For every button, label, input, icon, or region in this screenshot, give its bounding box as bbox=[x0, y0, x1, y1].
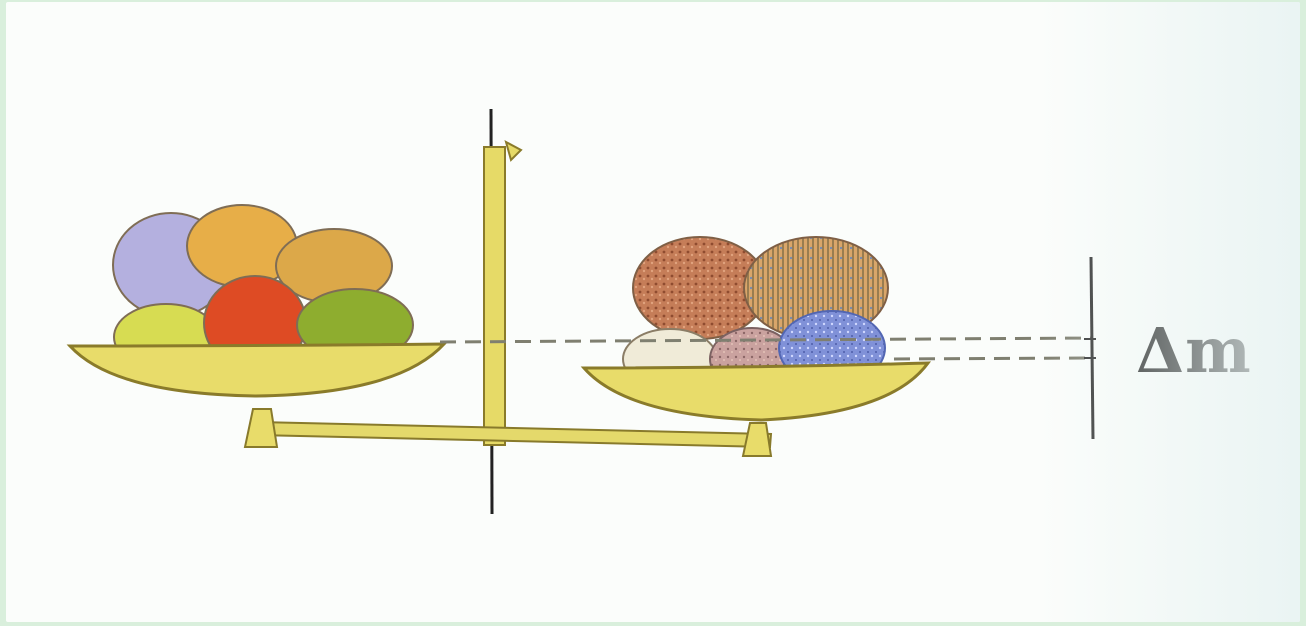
left-pan bbox=[70, 344, 444, 396]
lower-reference-line bbox=[894, 358, 1092, 359]
upper-reference-line bbox=[440, 338, 1092, 342]
right-support bbox=[743, 423, 771, 456]
pointer-tip bbox=[506, 142, 521, 160]
scale-beam bbox=[257, 422, 771, 447]
left-support bbox=[245, 409, 277, 447]
delta-m-label: Δm bbox=[1136, 320, 1252, 382]
balance-scale-diagram bbox=[6, 2, 1300, 622]
measurement-line bbox=[1091, 257, 1093, 439]
diagram-frame: Δm bbox=[6, 2, 1300, 622]
right-pan bbox=[584, 363, 928, 420]
scale-pointer-column bbox=[484, 147, 505, 445]
